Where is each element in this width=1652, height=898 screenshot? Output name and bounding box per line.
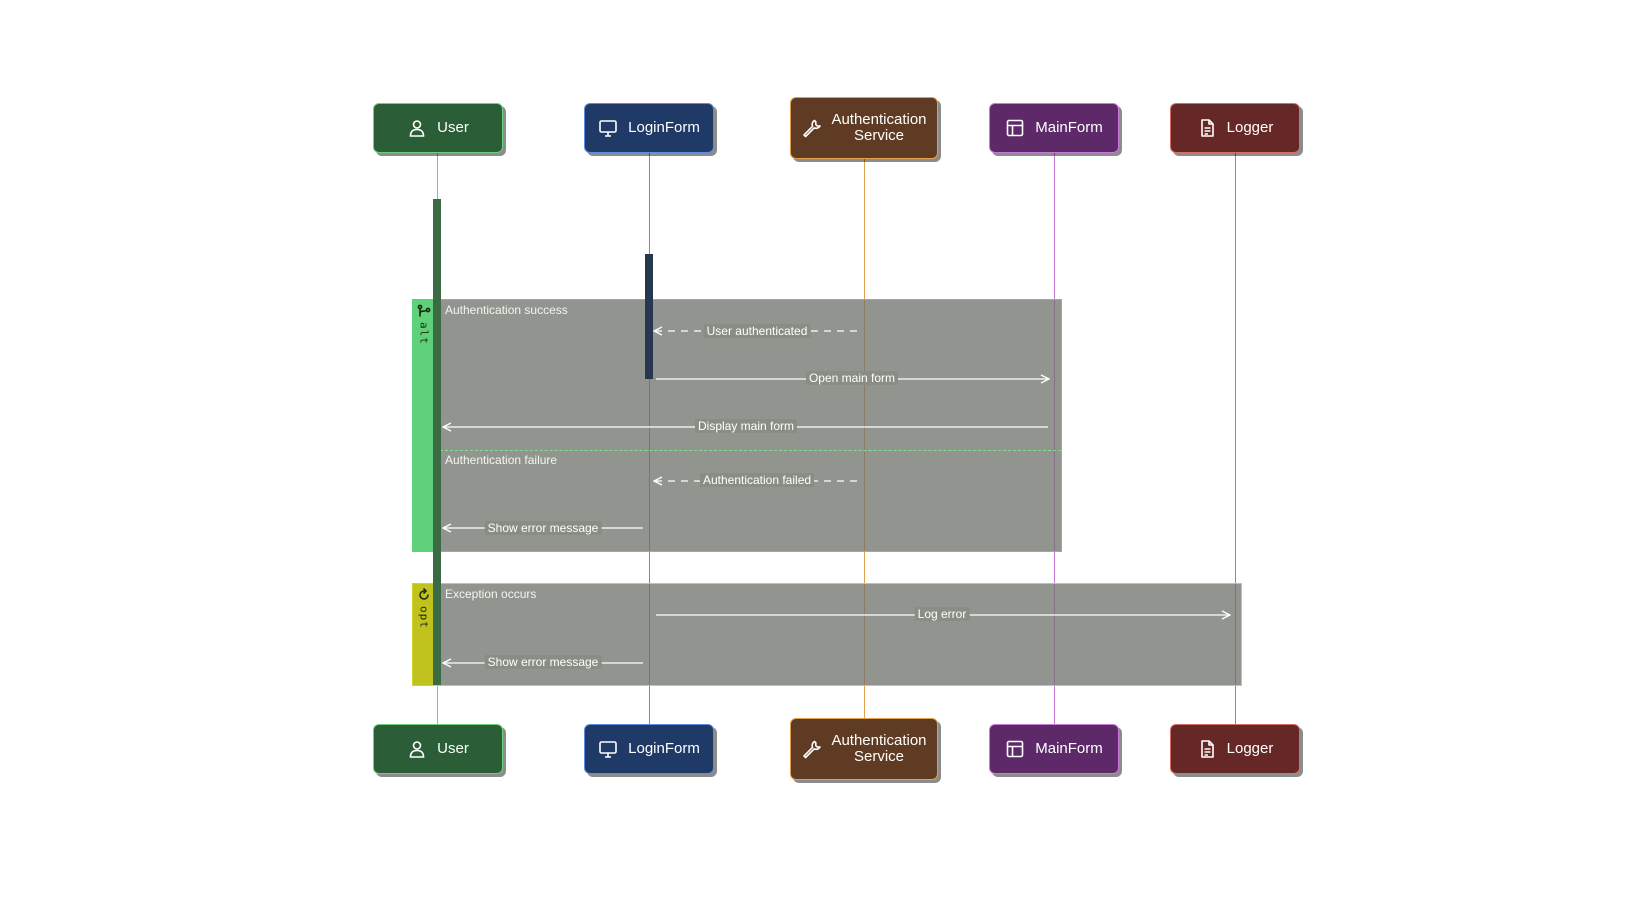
message-label: Show error message xyxy=(484,521,602,535)
participant-label: MainForm xyxy=(1035,740,1103,757)
fragment-separator xyxy=(435,450,1061,451)
message-label: Log error xyxy=(914,607,970,621)
activation-loginform xyxy=(645,254,653,379)
loop-icon xyxy=(417,588,431,602)
layout-icon xyxy=(1005,118,1025,138)
participant-label: User xyxy=(437,740,469,757)
participant-logger-bottom[interactable]: Logger xyxy=(1170,724,1300,774)
participant-user-bottom[interactable]: User xyxy=(373,724,503,774)
message-label: Display main form xyxy=(694,419,798,433)
user-icon xyxy=(407,118,427,138)
fragment-tab-opt: opt xyxy=(413,584,435,685)
message-label: User authenticated xyxy=(703,324,811,338)
fragment-guard: Authentication failure xyxy=(445,453,558,467)
message-label: Show error message xyxy=(484,655,602,669)
fragment-operator: opt xyxy=(417,606,431,629)
fragment-guard: Authentication success xyxy=(445,303,568,317)
fragment-operator: alt xyxy=(417,322,431,345)
participant-mainform-bottom[interactable]: MainForm xyxy=(989,724,1119,774)
participant-label: Logger xyxy=(1226,740,1274,757)
fragment-guard: Exception occurs xyxy=(445,587,537,601)
participant-label: User xyxy=(437,119,469,136)
participant-authservice-bottom[interactable]: AuthenticationService xyxy=(790,718,938,780)
file-icon xyxy=(1197,118,1217,138)
participant-loginform-top[interactable]: LoginForm xyxy=(584,103,714,153)
wrench-icon xyxy=(801,118,821,138)
participant-loginform-bottom[interactable]: LoginForm xyxy=(584,724,714,774)
activation-user xyxy=(433,199,441,685)
monitor-icon xyxy=(598,118,618,138)
participant-label: Logger xyxy=(1226,119,1274,136)
fragment-tab-alt: alt xyxy=(413,300,435,551)
participant-label: LoginForm xyxy=(628,119,700,136)
participant-logger-top[interactable]: Logger xyxy=(1170,103,1300,153)
participant-mainform-top[interactable]: MainForm xyxy=(989,103,1119,153)
file-icon xyxy=(1197,739,1217,759)
participant-user-top[interactable]: User xyxy=(373,103,503,153)
participant-authservice-top[interactable]: AuthenticationService xyxy=(790,97,938,159)
message-label: Authentication failed xyxy=(699,473,815,487)
fragment-opt: opt Exception occurs xyxy=(412,583,1242,686)
layout-icon xyxy=(1005,739,1025,759)
participant-label: AuthenticationService xyxy=(831,732,927,765)
participant-label: AuthenticationService xyxy=(831,111,927,144)
participant-label: LoginForm xyxy=(628,740,700,757)
monitor-icon xyxy=(598,739,618,759)
message-label: Open main form xyxy=(805,371,899,385)
branch-icon xyxy=(417,304,431,318)
lifeline-logger xyxy=(1235,152,1236,724)
participant-label: MainForm xyxy=(1035,119,1103,136)
user-icon xyxy=(407,739,427,759)
wrench-icon xyxy=(801,739,821,759)
